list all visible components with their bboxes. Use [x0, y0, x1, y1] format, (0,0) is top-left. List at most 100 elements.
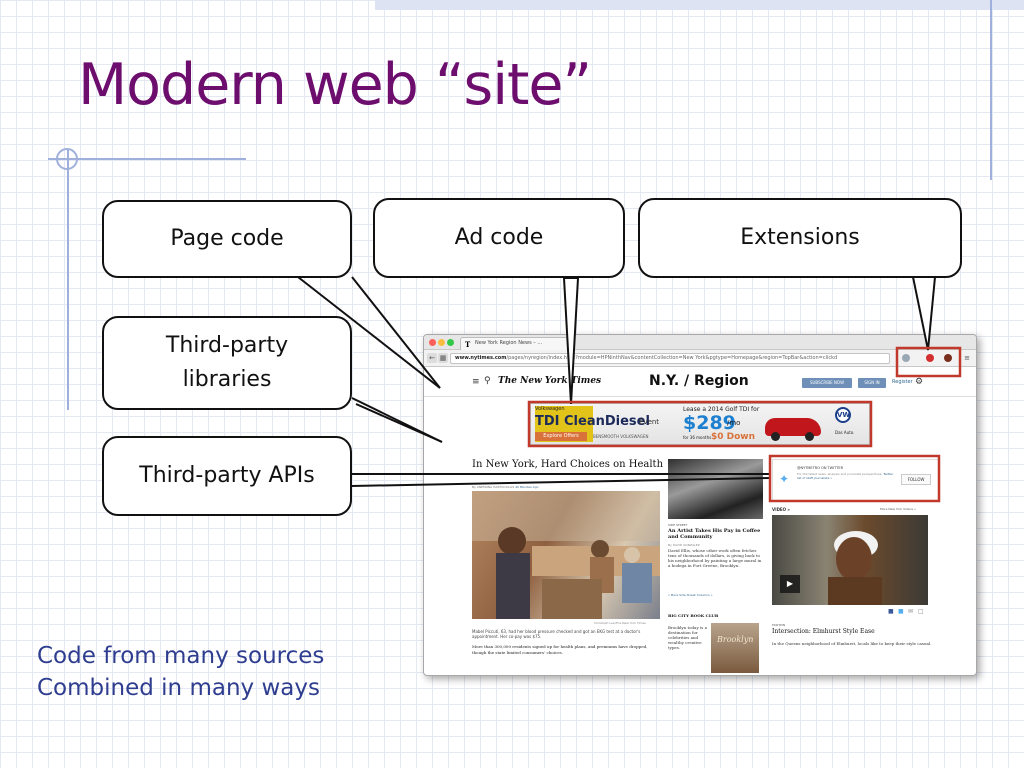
side-photo[interactable]	[668, 459, 763, 519]
callout-ad-code-label: Ad code	[454, 225, 544, 250]
lead-photo-art	[472, 491, 660, 619]
bullet-item: Code from many sources	[37, 643, 325, 669]
play-icon[interactable]: ▶	[780, 575, 800, 593]
bullet-list: Code from many sources Combined in many …	[37, 640, 324, 704]
nyt-favicon-icon: T	[465, 340, 471, 349]
url-path: /pages/nyregion/index.html?module=HPNint…	[506, 355, 838, 361]
signin-button[interactable]: SIGN IN	[858, 378, 886, 388]
minimize-window-icon[interactable]	[438, 339, 445, 346]
browser-window: T New York Region News – ... ← ▦ www.nyt…	[423, 334, 977, 676]
extensions-tail	[911, 276, 937, 351]
photo-credit: Christoph Lee/The New York Times	[594, 621, 646, 625]
photo-caption: Mabel Piccuti, 63, had her blood pressur…	[472, 629, 641, 639]
extensions-highlight-box	[895, 346, 962, 378]
side-kicker: SIDE STREET	[668, 523, 688, 527]
bullet-item: Combined in many ways	[37, 675, 320, 701]
lead-photo[interactable]	[472, 491, 660, 619]
side-headline[interactable]: An Artist Takes His Pay in Coffee and Co…	[668, 528, 761, 540]
libraries-connector	[355, 403, 443, 443]
page-code-connector	[351, 276, 441, 389]
share-icon[interactable]: □	[918, 608, 924, 615]
browser-tab[interactable]: T New York Region News – ...	[460, 337, 570, 350]
callout-page-code: Page code	[102, 200, 352, 278]
register-link[interactable]: Register	[892, 379, 913, 385]
follow-button[interactable]: FOLLOW	[901, 474, 931, 485]
slide-title: Modern web “site”	[78, 52, 592, 118]
url-host: www.nytimes.com	[455, 355, 507, 361]
side-summary: David Ellis, whose other work often fetc…	[668, 548, 762, 568]
browser-tab-title: New York Region News – ...	[475, 340, 543, 346]
email-icon[interactable]: ✉	[908, 608, 914, 615]
subscribe-button[interactable]: SUBSCRIBE NOW	[802, 378, 852, 388]
twitter-bird-icon: ✦	[779, 472, 790, 486]
ad-car-image	[765, 418, 821, 436]
video-thumbnail-art	[828, 531, 882, 605]
book-club-image-text: Brooklyn	[717, 635, 754, 644]
callout-third-party-apis: Third-party APIs	[102, 436, 352, 516]
hamburger-icon[interactable]: ≡	[472, 377, 480, 387]
callout-apis-label: Third-party APIs	[139, 463, 315, 488]
lead-summary: More than 300,000 residents signed up fo…	[472, 644, 648, 655]
api-highlight-box	[768, 454, 941, 503]
bookmarks-grid-icon[interactable]: ▦	[438, 353, 448, 363]
ad-code-tail	[562, 277, 580, 405]
browser-toolbar: ← ▦ www.nytimes.com/pages/nyregion/index…	[424, 350, 976, 367]
twitter-share-icon[interactable]: ■	[898, 608, 904, 615]
back-arrow-icon[interactable]: ←	[427, 353, 437, 363]
ad-car-wheel	[771, 432, 780, 441]
ext-bug-icon[interactable]	[944, 354, 952, 362]
lead-headline[interactable]: In New York, Hard Choices on Health	[472, 459, 664, 470]
callout-third-party-libraries: Third-party libraries	[102, 316, 352, 410]
top-decor-band	[375, 0, 1024, 10]
nyt-logo[interactable]: The New York Times	[498, 376, 602, 386]
section-title: N.Y. / Region	[649, 373, 749, 389]
nyt-header: ≡ ⚲ The New York Times N.Y. / Region SUB…	[424, 367, 976, 397]
zoom-window-icon[interactable]	[447, 339, 454, 346]
callout-extensions: Extensions	[638, 198, 962, 278]
url-bar[interactable]: www.nytimes.com/pages/nyregion/index.htm…	[450, 353, 890, 364]
twitter-handle[interactable]: @NYTMETRO ON TWITTER	[797, 466, 844, 470]
ad-dealer: BENSMOOTH VOLKSWAGEN	[593, 434, 649, 439]
search-icon[interactable]: ⚲	[484, 376, 491, 386]
callout-ad-code: Ad code	[373, 198, 625, 278]
video-more-link[interactable]: More New York Videos »	[880, 507, 916, 511]
ad-brand: Volkswagen	[535, 406, 565, 412]
callout-extensions-label: Extensions	[740, 225, 860, 250]
browser-menu-icon[interactable]: ≡	[964, 354, 970, 362]
ad-price: $289	[683, 412, 736, 434]
close-window-icon[interactable]	[429, 339, 436, 346]
ad-banner[interactable]: Volkswagen TDI CleanDiesel Event Explore…	[530, 403, 870, 445]
fashion-headline[interactable]: Intersection: Elmhurst Style Ease	[772, 628, 875, 635]
ad-tagline: Das Auto.	[835, 430, 855, 435]
ext-adblock-icon[interactable]	[926, 354, 934, 362]
byline-time: 40 Minutes Ago	[515, 485, 539, 489]
decor-vertical-line-right	[990, 0, 992, 180]
ad-highlight-box	[527, 400, 873, 448]
twitter-desc: For the latest news, analysis and journa…	[797, 472, 897, 480]
gear-icon[interactable]: ⚙	[915, 377, 924, 387]
twitter-list-link[interactable]: Twitter list of staff journalists »	[797, 472, 894, 480]
ad-car-wheel	[805, 432, 814, 441]
apis-connector	[351, 477, 771, 487]
lead-byline: By ANEMONA HARTOCOLLIS 40 Minutes Ago	[472, 485, 538, 489]
fashion-summary: In the Queens neighborhood of Elmhurst, …	[772, 641, 932, 646]
ad-per-month: /mo	[727, 419, 741, 427]
byline-author: By ANEMONA HARTOCOLLIS	[472, 485, 515, 489]
ad-product: TDI CleanDiesel	[535, 414, 650, 429]
ext-pin-icon[interactable]	[902, 354, 910, 362]
ad-down: $0 Down	[711, 432, 756, 442]
browser-tab-bar: T New York Region News – ...	[424, 335, 976, 350]
twitter-desc-text: For the latest news, analysis and journa…	[797, 472, 883, 476]
ad-offers-button[interactable]: Explore Offers	[535, 432, 587, 441]
page-code-connector	[297, 276, 441, 389]
decor-title-circle	[56, 148, 78, 170]
side-byline: By DAVID GONZALEZ	[668, 543, 700, 547]
book-club-title[interactable]: BIG CITY BOOK CLUB	[668, 613, 719, 618]
book-club-image[interactable]: Brooklyn	[711, 623, 759, 673]
side-more-link[interactable]: » More Side Street Columns »	[668, 593, 713, 597]
decor-title-rule	[48, 158, 246, 160]
video-label[interactable]: VIDEO »	[772, 507, 791, 512]
book-club-text: Brooklyn today is a destination for cele…	[668, 625, 707, 650]
facebook-icon[interactable]: ■	[888, 608, 894, 615]
